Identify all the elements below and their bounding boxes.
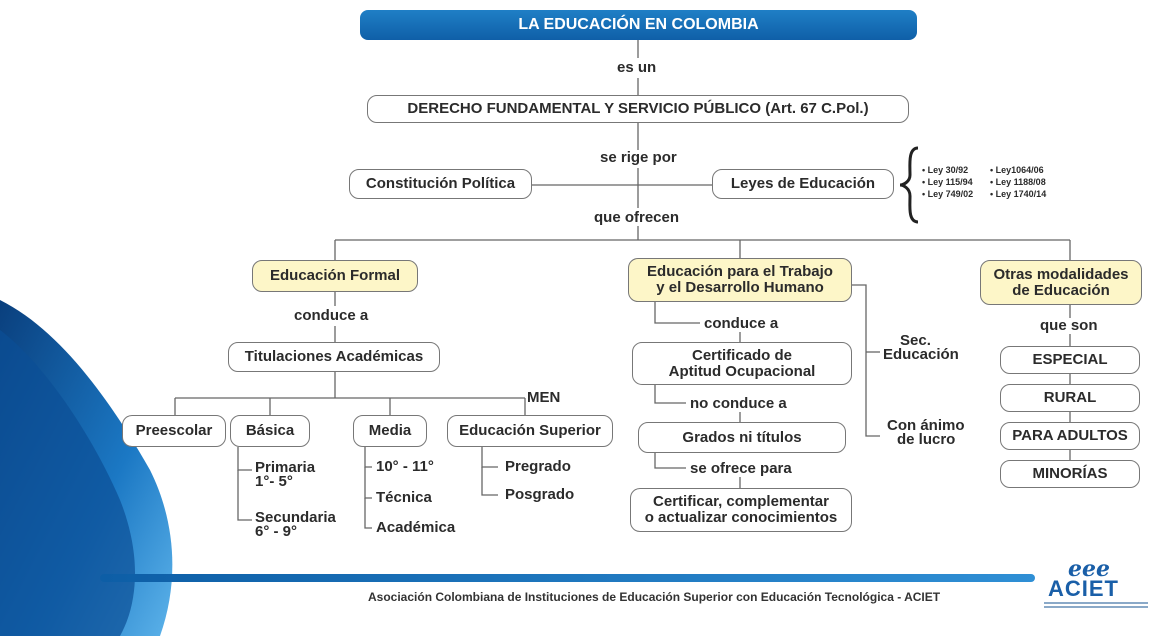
footer-text: Asociación Colombiana de Instituciones d… xyxy=(368,590,941,604)
otras-modalidades-box: Otras modalidades de Educación xyxy=(980,260,1142,305)
footer-bar xyxy=(100,574,1035,582)
page-title: LA EDUCACIÓN EN COLOMBIA xyxy=(360,10,917,40)
certificado-box: Certificado de Aptitud Ocupacional xyxy=(632,342,852,385)
logo-mark: eee xyxy=(1068,556,1110,582)
educacion-superior-box: Educación Superior xyxy=(447,415,613,447)
trabajo-title-line1: Educación para el Trabajo xyxy=(647,263,833,280)
secundaria-label: Secundaria xyxy=(255,509,336,526)
logo-tagline-lines xyxy=(1044,602,1148,612)
pregrado-label: Pregrado xyxy=(505,458,571,475)
law-item: • Ley 749/02 xyxy=(922,189,974,199)
certificado-line1: Certificado de xyxy=(691,346,793,364)
media-grades: 10° - 11° xyxy=(376,458,434,475)
no-conduce-a: no conduce a xyxy=(690,395,787,412)
connector-conduce-a: conduce a xyxy=(294,307,369,324)
animo-label: Con ánimo xyxy=(887,417,965,434)
basica-box: Básica xyxy=(230,415,310,447)
sec-educacion-label: Educación xyxy=(883,346,959,363)
modalidad-minorias: MINORÍAS xyxy=(1000,460,1140,488)
sec-label: Sec. xyxy=(900,332,931,349)
grados-box: Grados ni títulos xyxy=(638,422,846,453)
modalidad-adultos: PARA ADULTOS xyxy=(1000,422,1140,450)
secundaria-grades: 6° - 9° xyxy=(255,523,298,540)
media-box: Media xyxy=(353,415,427,447)
modalidad-especial: ESPECIAL xyxy=(1000,346,1140,374)
certificar-line2: o actualizar conocimientos xyxy=(644,509,838,526)
modalidad-rural: RURAL xyxy=(1000,384,1140,412)
preescolar-box: Preescolar xyxy=(122,415,226,447)
primaria-label: Primaria xyxy=(255,459,316,476)
law-item: • Ley 115/94 xyxy=(922,177,973,187)
primaria-grades: 1°- 5° xyxy=(255,473,293,490)
educacion-trabajo-box: Educación para el Trabajo y el Desarroll… xyxy=(628,258,852,302)
academica-label: Académica xyxy=(376,519,456,536)
se-ofrece-para: se ofrece para xyxy=(690,460,792,477)
tecnica-label: Técnica xyxy=(376,489,432,506)
certificar-box: Certificar, complementar o actualizar co… xyxy=(630,488,852,532)
otras-title-line2: de Educación xyxy=(1012,281,1110,299)
connector-es-un: es un xyxy=(617,59,657,76)
derecho-box: DERECHO FUNDAMENTAL Y SERVICIO PÚBLICO (… xyxy=(367,95,909,123)
titulaciones-box: Titulaciones Académicas xyxy=(228,342,440,372)
otras-title-line1: Otras modalidades xyxy=(993,265,1129,283)
connector-se-rige-por: se rige por xyxy=(600,149,677,166)
leyes-box: Leyes de Educación xyxy=(712,169,894,199)
educacion-formal-box: Educación Formal xyxy=(252,260,418,292)
law-item: • Ley 1188/08 xyxy=(990,177,1046,187)
logo-name: ACIET xyxy=(1048,576,1119,601)
law-item: • Ley 1740/14 xyxy=(990,189,1047,199)
que-son-label: que son xyxy=(1040,317,1098,334)
trabajo-title-line2: y el Desarrollo Humano xyxy=(656,279,824,296)
certificado-line2: Aptitud Ocupacional xyxy=(668,362,816,380)
men-label: MEN xyxy=(527,389,561,406)
aciet-logo: eee ACIET xyxy=(1038,556,1148,616)
constitucion-box: Constitución Política xyxy=(349,169,532,199)
trabajo-conduce-a: conduce a xyxy=(704,315,779,332)
posgrado-label: Posgrado xyxy=(505,486,575,503)
law-item: • Ley 30/92 xyxy=(922,165,969,175)
lucro-label: de lucro xyxy=(897,431,956,448)
certificar-line1: Certificar, complementar xyxy=(653,493,829,510)
connector-que-ofrecen: que ofrecen xyxy=(594,209,680,226)
law-item: • Ley1064/06 xyxy=(990,165,1044,175)
decorative-swoosh xyxy=(0,300,173,636)
